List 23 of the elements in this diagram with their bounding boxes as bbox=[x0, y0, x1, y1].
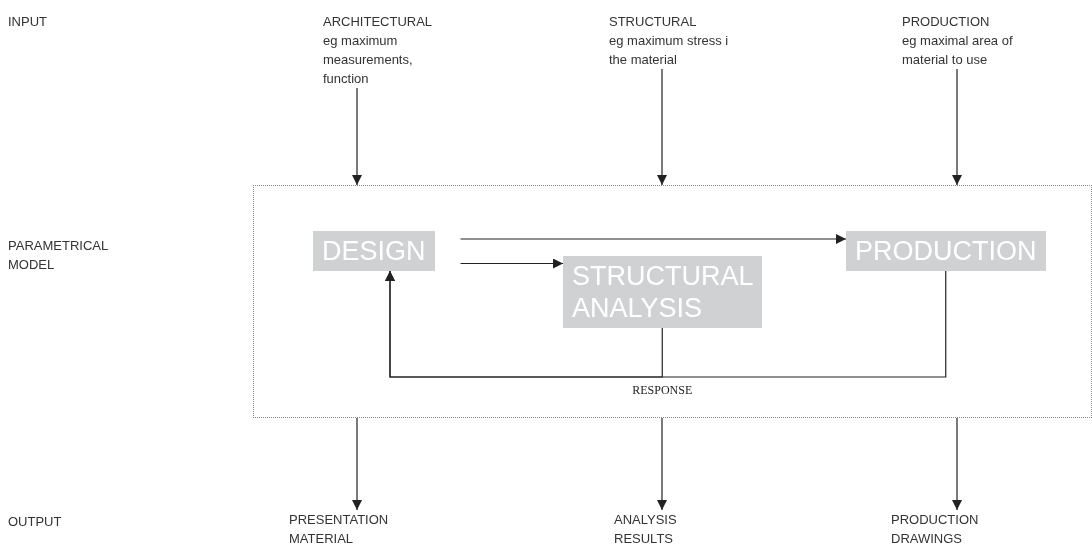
arrow bbox=[352, 417, 362, 511]
arrow bbox=[952, 68, 962, 186]
output-label: PRESENTATION MATERIAL bbox=[289, 510, 389, 546]
dotted-frame bbox=[253, 185, 1092, 418]
input-heading: ARCHITECTURAL bbox=[323, 13, 434, 31]
input-description: eg maximum measurements, function bbox=[323, 32, 414, 88]
arrow bbox=[352, 87, 362, 186]
arrow bbox=[657, 68, 667, 186]
output-label: ANALYSIS RESULTS bbox=[614, 510, 677, 546]
input-description: eg maximal area of material to use bbox=[902, 32, 1014, 69]
edge-label: RESPONSE bbox=[632, 383, 693, 398]
arrow bbox=[385, 270, 947, 378]
input-heading: STRUCTURAL bbox=[609, 13, 698, 31]
row-label: PARAMETRICAL MODEL bbox=[8, 237, 108, 274]
arrow bbox=[952, 417, 962, 511]
output-label: PRODUCTION DRAWINGS bbox=[891, 510, 979, 546]
input-heading: PRODUCTION bbox=[902, 13, 991, 31]
row-label: OUTPUT bbox=[8, 513, 62, 531]
arrow bbox=[459, 258, 564, 269]
row-label: INPUT bbox=[8, 13, 47, 31]
arrow bbox=[459, 234, 847, 244]
arrow bbox=[657, 417, 667, 511]
input-description: eg maximum stress i the material bbox=[609, 32, 730, 69]
